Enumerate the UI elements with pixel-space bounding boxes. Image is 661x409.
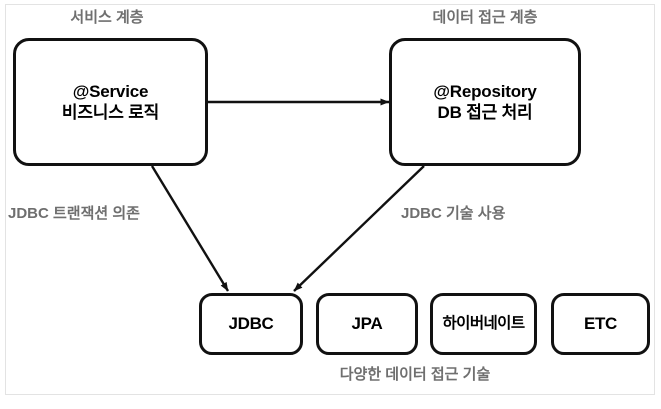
tech-node-jpa-label: JPA — [351, 314, 383, 333]
tech-node-jdbc-label: JDBC — [228, 314, 274, 333]
tech-node-hibernate-label: 하이버네이트 — [442, 315, 526, 332]
node-repository-line2: DB 접근 처리 — [437, 103, 533, 122]
caption-service-layer: 서비스 계층 — [70, 9, 144, 26]
node-service[interactable]: @Service 비즈니스 로직 — [13, 38, 208, 166]
node-service-line2: 비즈니스 로직 — [61, 103, 160, 122]
edge-label-left: JDBC 트랜잭션 의존 — [8, 205, 140, 222]
tech-node-hibernate[interactable]: 하이버네이트 — [430, 293, 537, 355]
tech-node-etc[interactable]: ETC — [551, 293, 650, 355]
node-repository-line1: @Repository — [433, 82, 537, 101]
tech-node-jdbc[interactable]: JDBC — [199, 293, 303, 355]
caption-bottom: 다양한 데이터 접근 기술 — [339, 366, 491, 383]
tech-node-etc-label: ETC — [583, 314, 618, 333]
tech-node-jpa[interactable]: JPA — [316, 293, 418, 355]
edge-label-right: JDBC 기술 사용 — [401, 205, 506, 222]
node-repository[interactable]: @Repository DB 접근 처리 — [389, 38, 581, 166]
caption-data-access-layer: 데이터 접근 계층 — [432, 9, 538, 26]
node-service-line1: @Service — [72, 82, 149, 101]
